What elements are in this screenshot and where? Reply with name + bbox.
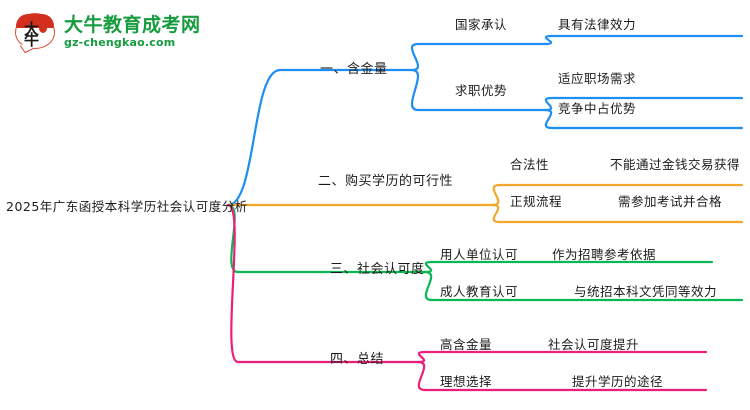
subbranch-connector-1-1 [410,42,420,72]
subbranch-connector-2-2 [490,203,502,224]
logo-title: 大牛教育成考网 [64,14,201,36]
mindmap-root-label[interactable]: 2025年广东函授本科学历社会认可度分析 [6,199,248,214]
leaf-label-1-2-2[interactable]: 竞争中占优势 [558,101,637,116]
branch-connector-4 [226,203,240,364]
branch-label-4[interactable]: 四、总结 [330,352,385,367]
leaf-label-2-1-1[interactable]: 不能通过金钱交易获得 [610,157,741,172]
leaf-label-3-2-1[interactable]: 与统招本科文凭同等效力 [574,284,718,299]
subbranch-connector-2-1 [490,183,502,207]
logo-red-dot [39,23,47,33]
subbranch-connector-1-2 [410,68,420,112]
subbranch-label-3-1[interactable]: 用人单位认可 [440,247,519,262]
logo-wordmark: 大牛教育成考网 gz-chengkao.com [64,14,201,50]
leaf-label-4-1-1[interactable]: 社会认可度提升 [548,337,640,352]
logo-subtitle: gz-chengkao.com [64,36,176,49]
leaf-connector-1-2-1 [543,96,554,112]
branch-label-3[interactable]: 三、社会认可度 [330,262,425,277]
subbranch-label-1-1[interactable]: 国家承认 [455,17,508,32]
subbranch-connector-4-1 [416,350,427,364]
site-logo: 大 牛 大牛教育成考网 gz-chengkao.com [14,8,244,56]
logo-mark-char-bottom: 牛 [23,31,39,49]
subbranch-label-4-2[interactable]: 理想选择 [440,374,493,389]
leaf-label-3-1-1[interactable]: 作为招聘参考依据 [552,247,657,262]
leaf-label-4-2-1[interactable]: 提升学历的途径 [572,374,664,389]
branch-connector-1 [226,68,282,207]
leaf-label-1-2-1[interactable]: 适应职场需求 [558,71,637,86]
subbranch-label-1-2[interactable]: 求职优势 [455,83,508,98]
subbranch-label-2-1[interactable]: 合法性 [510,157,550,172]
subbranch-label-4-1[interactable]: 高含金量 [440,337,493,352]
branch-label-2[interactable]: 二、购买学历的可行性 [318,174,454,189]
leaf-connector-1-2-2 [543,108,554,130]
leaf-connector-1-1-1 [543,34,554,46]
subbranch-connector-3-2 [423,270,434,302]
leaf-label-2-2-1[interactable]: 需参加考试并合格 [618,194,723,209]
logo-mark-characters: 大 牛 [18,20,44,49]
branch-label-1[interactable]: 一、含金量 [320,62,388,77]
subbranch-connector-4-2 [416,360,427,392]
logo-mark-icon: 大 牛 [14,12,56,54]
subbranch-label-3-2[interactable]: 成人教育认可 [440,284,519,299]
logo-mark-char-top: 大 [23,20,39,38]
subbranch-connector-3-1 [423,260,434,274]
leaf-label-1-1-1[interactable]: 具有法律效力 [558,17,637,32]
subbranch-label-2-2[interactable]: 正规流程 [510,194,563,209]
